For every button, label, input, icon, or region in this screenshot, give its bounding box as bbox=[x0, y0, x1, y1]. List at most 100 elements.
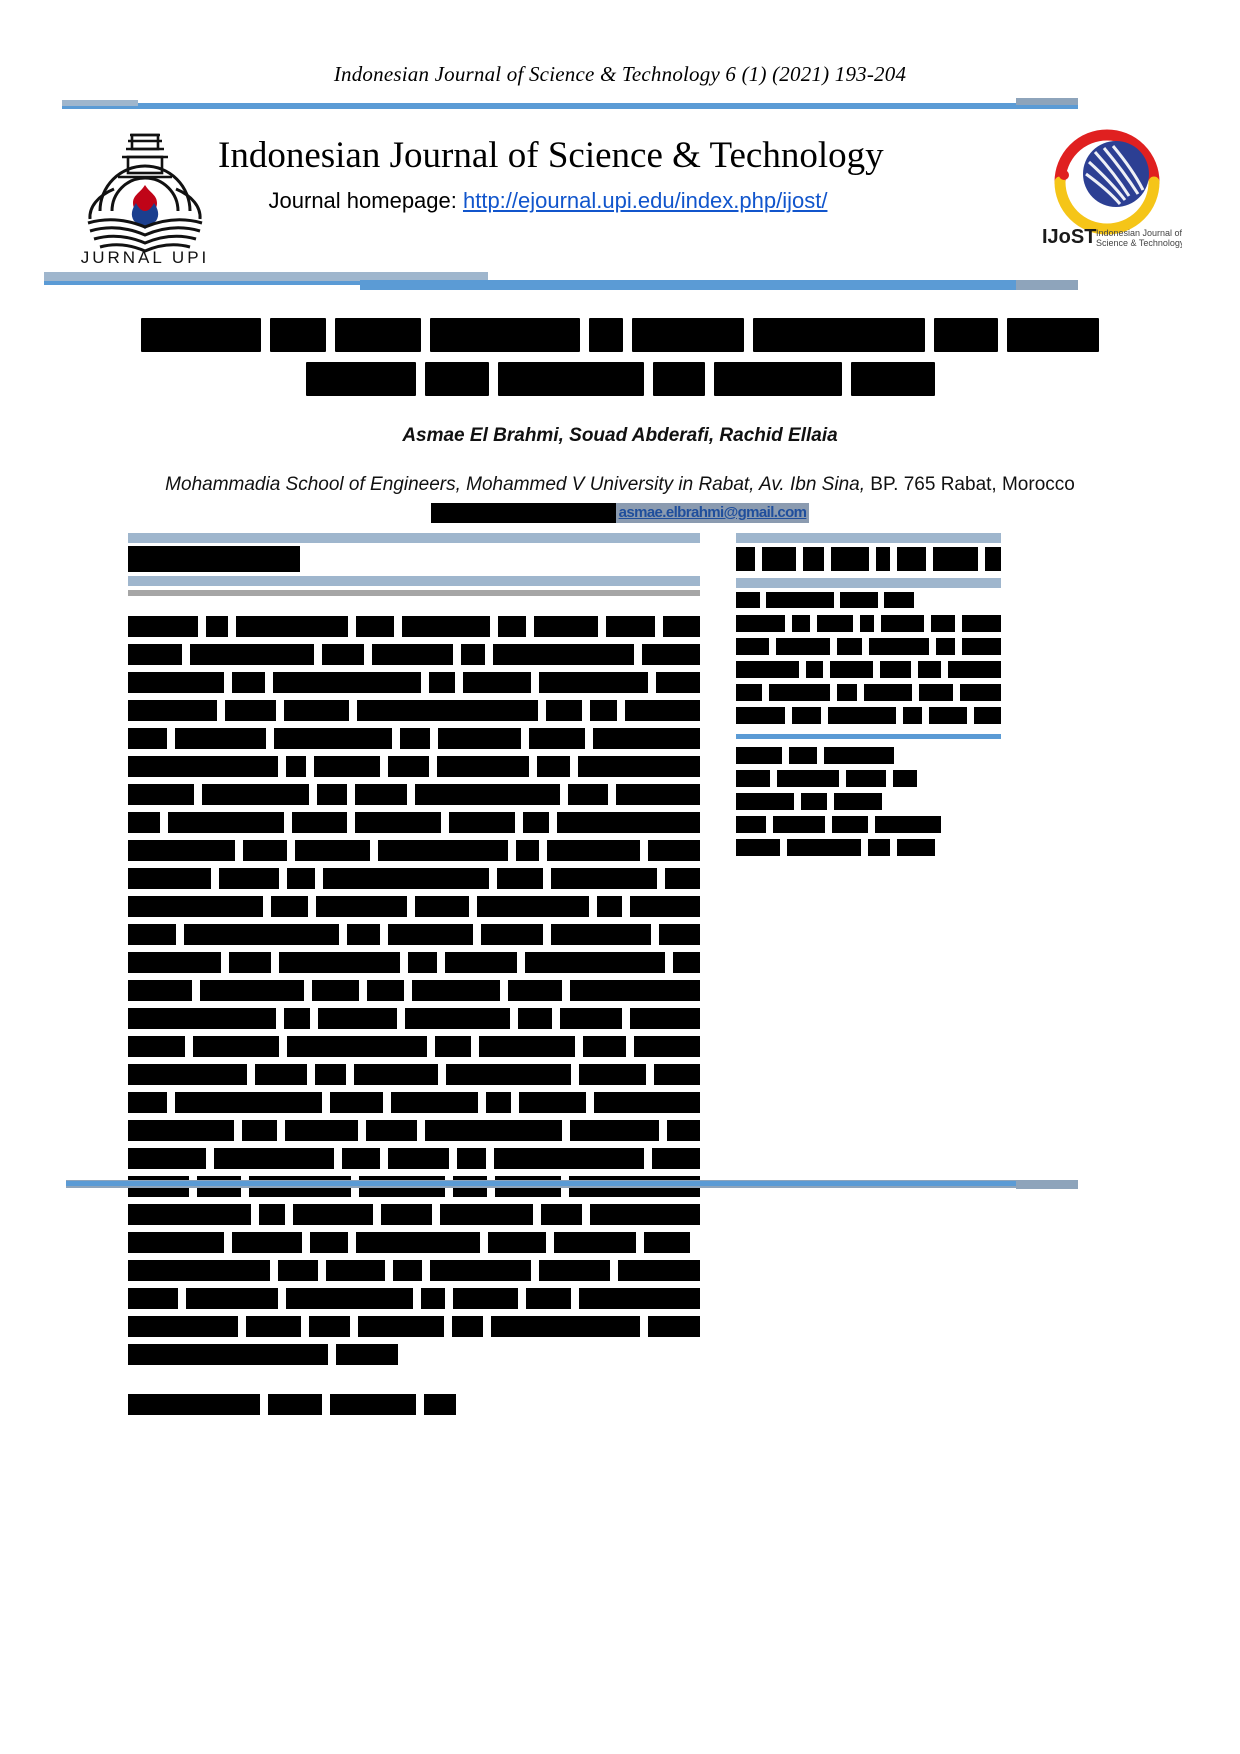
redaction-line bbox=[128, 644, 700, 665]
redaction-line bbox=[128, 672, 700, 693]
redaction-bar bbox=[437, 728, 521, 749]
redaction-bar bbox=[589, 1204, 700, 1225]
svg-text:Science & Technology: Science & Technology bbox=[1096, 238, 1182, 248]
redaction-bar bbox=[429, 1260, 531, 1281]
redaction-bar bbox=[652, 362, 705, 396]
redaction-bar bbox=[278, 1260, 318, 1281]
redaction-bar bbox=[449, 812, 515, 833]
redaction-bar bbox=[836, 638, 863, 655]
redaction-bar bbox=[766, 592, 834, 608]
redaction-line bbox=[128, 1092, 701, 1113]
abstract-header-rule-gray bbox=[128, 590, 700, 596]
redaction-bar bbox=[424, 362, 489, 396]
redaction-line bbox=[736, 661, 1001, 678]
redaction-bar bbox=[353, 1064, 438, 1085]
redaction-bar bbox=[557, 812, 700, 833]
redaction-bar bbox=[428, 672, 455, 693]
redaction-bar bbox=[592, 728, 700, 749]
redaction-bar bbox=[325, 1260, 386, 1281]
redaction-line bbox=[128, 1344, 700, 1365]
abstract-heading-redacted bbox=[128, 546, 300, 572]
redaction-bar bbox=[128, 616, 198, 637]
redaction-bar bbox=[356, 1232, 480, 1253]
redaction-bar bbox=[917, 661, 942, 678]
redaction-line bbox=[128, 896, 700, 917]
redaction-line bbox=[128, 784, 700, 805]
redaction-bar bbox=[128, 1120, 234, 1141]
redaction-bar bbox=[578, 1064, 646, 1085]
redaction-bar bbox=[616, 784, 700, 805]
redaction-bar bbox=[802, 547, 825, 571]
redaction-bar bbox=[930, 615, 955, 632]
redaction-bar bbox=[317, 784, 348, 805]
redaction-line bbox=[128, 1260, 701, 1281]
redaction-bar bbox=[399, 728, 430, 749]
redaction-bar bbox=[199, 980, 304, 1001]
redaction-bar bbox=[128, 1036, 185, 1057]
redaction-bar bbox=[918, 684, 953, 701]
redaction-line bbox=[128, 952, 700, 973]
redaction-line bbox=[128, 1064, 700, 1085]
redaction-bar bbox=[864, 684, 912, 701]
redaction-bar bbox=[840, 592, 878, 608]
redaction-bar bbox=[329, 1092, 383, 1113]
correspondence-email[interactable]: asmae.elbrahmi@gmail.com bbox=[615, 503, 810, 523]
redaction-bar bbox=[736, 592, 760, 608]
affiliation-address: BP. 765 Rabat, Morocco bbox=[865, 474, 1075, 495]
header-divider-top bbox=[0, 98, 1240, 110]
redaction-bar bbox=[568, 784, 609, 805]
redaction-bar bbox=[128, 924, 177, 945]
redaction-line bbox=[128, 616, 700, 637]
redaction-bar bbox=[285, 1120, 358, 1141]
redaction-bar bbox=[285, 756, 307, 777]
redaction-line bbox=[736, 747, 1001, 764]
redaction-bar bbox=[270, 318, 326, 352]
redaction-bar bbox=[205, 616, 228, 637]
redaction-bar bbox=[497, 362, 644, 396]
redaction-bar bbox=[323, 868, 490, 889]
redaction-bar bbox=[538, 1260, 610, 1281]
redaction-bar bbox=[832, 816, 868, 833]
divider-segment-steel bbox=[44, 272, 488, 281]
redaction-bar bbox=[305, 362, 416, 396]
redaction-line bbox=[736, 684, 1001, 701]
redaction-bar bbox=[347, 924, 380, 945]
redaction-bar bbox=[550, 924, 652, 945]
redaction-bar bbox=[653, 1064, 700, 1085]
redaction-bar bbox=[647, 1316, 700, 1337]
redaction-bar bbox=[932, 547, 978, 571]
redaction-bar bbox=[330, 1394, 416, 1415]
redaction-bar bbox=[736, 816, 766, 833]
redaction-bar bbox=[391, 1092, 478, 1113]
redaction-bar bbox=[736, 747, 782, 764]
journal-homepage-link[interactable]: http://ejournal.upi.edu/index.php/ijost/ bbox=[462, 188, 828, 213]
redaction-bar bbox=[644, 1232, 690, 1253]
redaction-line bbox=[128, 924, 701, 945]
redaction-bar bbox=[816, 615, 853, 632]
redaction-bar bbox=[948, 661, 1001, 678]
divider-segment-gray bbox=[1016, 98, 1078, 105]
redaction-bar bbox=[452, 1288, 519, 1309]
redaction-bar bbox=[128, 840, 236, 861]
redaction-bar bbox=[846, 770, 886, 787]
redaction-bar bbox=[128, 1344, 328, 1365]
redaction-line bbox=[128, 980, 700, 1001]
redaction-bar bbox=[128, 896, 264, 917]
redaction-bar bbox=[292, 812, 347, 833]
redaction-bar bbox=[824, 747, 894, 764]
redaction-bar bbox=[518, 1092, 586, 1113]
redaction-bar bbox=[235, 616, 348, 637]
redaction-bar bbox=[445, 1064, 571, 1085]
redaction-bar bbox=[355, 616, 395, 637]
redaction-bar bbox=[393, 1260, 422, 1281]
redaction-line bbox=[128, 840, 700, 861]
redaction-bar bbox=[485, 1092, 511, 1113]
redaction-bar bbox=[128, 672, 224, 693]
divider-segment-steel bbox=[62, 100, 138, 106]
redaction-bar bbox=[736, 547, 755, 571]
redaction-bar bbox=[167, 812, 285, 833]
redaction-bar bbox=[929, 707, 968, 724]
redaction-bar bbox=[128, 1148, 207, 1169]
redaction-bar bbox=[736, 615, 785, 632]
redaction-bar bbox=[570, 980, 700, 1001]
